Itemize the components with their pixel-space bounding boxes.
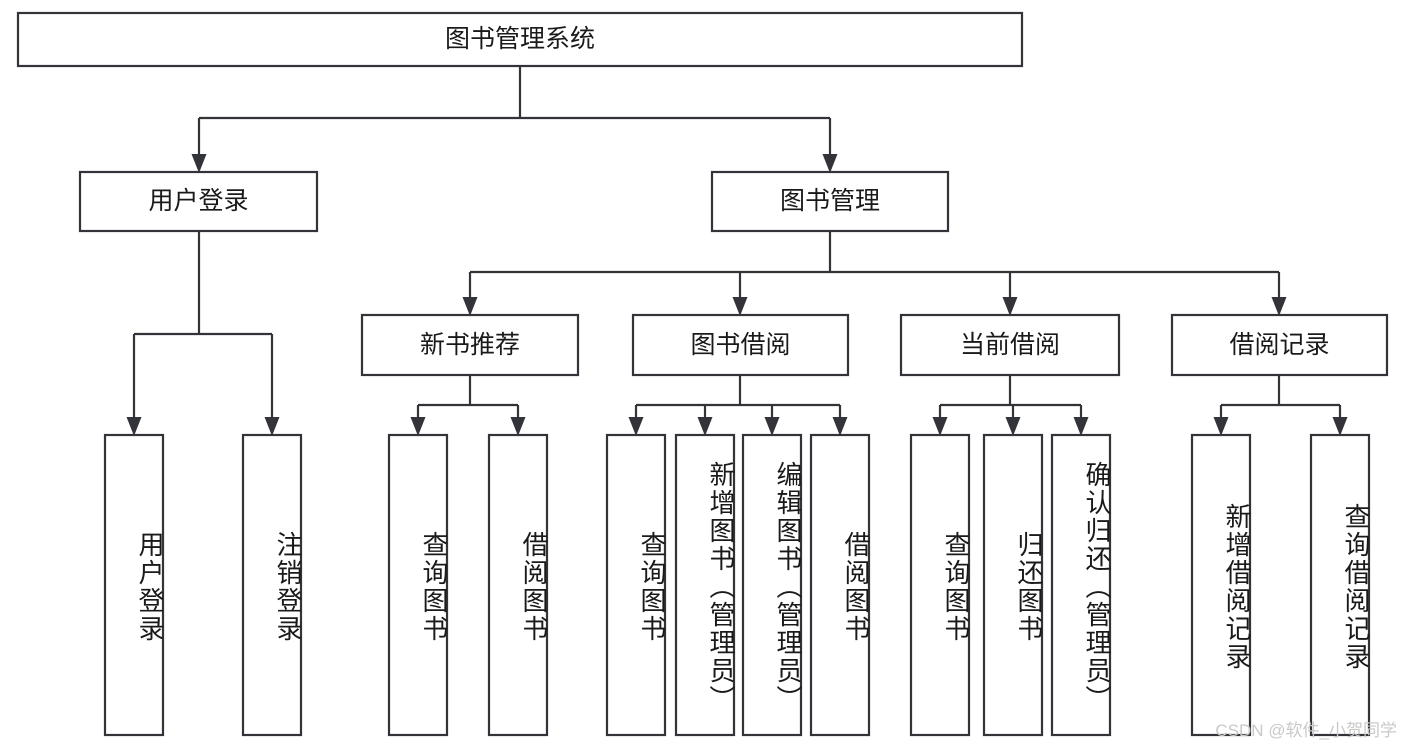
node-box-book-borrow[interactable] [631, 313, 850, 377]
node-leaf-leaf-borrow-book-rec[interactable] [489, 435, 547, 735]
boxes-layer [16, 11, 1389, 737]
arrowhead-icon [1073, 417, 1089, 436]
node-box-leaf-return-book[interactable] [982, 433, 1044, 737]
node-leaf-leaf-add-book[interactable] [676, 435, 734, 735]
arrowhead-icon [264, 417, 280, 436]
node-leaf-leaf-query-record[interactable] [1311, 435, 1369, 735]
node-branch-book-manage[interactable] [712, 172, 948, 231]
arrowhead-icon [410, 417, 426, 436]
arrowhead-icon [697, 417, 713, 436]
node-box-leaf-user-login[interactable] [103, 433, 165, 737]
node-leaf-leaf-user-login[interactable] [105, 435, 163, 735]
arrowhead-icon [832, 417, 848, 436]
node-leaf-leaf-query-book-borrow[interactable] [607, 435, 665, 735]
node-box-leaf-logout[interactable] [241, 433, 303, 737]
node-box-leaf-add-book[interactable] [674, 433, 736, 737]
arrowhead-icon [126, 417, 142, 436]
arrowhead-icon [764, 417, 780, 436]
arrowhead-icon [822, 154, 838, 173]
node-leaf-leaf-borrow-book[interactable] [811, 435, 869, 735]
node-box-leaf-query-record[interactable] [1309, 433, 1371, 737]
arrowhead-icon [1005, 417, 1021, 436]
node-leaf-leaf-return-book[interactable] [984, 435, 1042, 735]
node-box-root[interactable] [16, 11, 1024, 68]
arrowhead-icon [1002, 297, 1018, 316]
node-box-leaf-query-book-cur[interactable] [909, 433, 971, 737]
arrowhead-icon [932, 417, 948, 436]
node-box-leaf-borrow-book[interactable] [809, 433, 871, 737]
node-leaf-leaf-confirm-return[interactable] [1052, 435, 1110, 735]
node-box-user-login[interactable] [78, 170, 319, 233]
node-box-new-book-recommend[interactable] [360, 313, 580, 377]
node-leaf-leaf-query-book-rec[interactable] [389, 435, 447, 735]
node-box-leaf-confirm-return[interactable] [1050, 433, 1112, 737]
node-box-leaf-query-book-rec[interactable] [387, 433, 449, 737]
arrowhead-icon [1332, 417, 1348, 436]
arrowhead-icon [1213, 417, 1229, 436]
node-box-leaf-edit-book[interactable] [741, 433, 803, 737]
node-box-leaf-borrow-book-rec[interactable] [487, 433, 549, 737]
node-branch-borrow-record[interactable] [1172, 315, 1387, 375]
connectors-layer [126, 66, 1348, 436]
node-root-root[interactable] [18, 13, 1022, 66]
node-box-leaf-add-record[interactable] [1190, 433, 1252, 737]
node-leaf-leaf-edit-book[interactable] [743, 435, 801, 735]
node-branch-new-book-recommend[interactable] [362, 315, 578, 375]
arrowhead-icon [191, 154, 207, 173]
arrowhead-icon [1271, 297, 1287, 316]
node-box-current-borrow[interactable] [899, 313, 1121, 377]
node-branch-current-borrow[interactable] [901, 315, 1119, 375]
node-box-leaf-query-book-borrow[interactable] [605, 433, 667, 737]
arrowhead-icon [510, 417, 526, 436]
node-branch-book-borrow[interactable] [633, 315, 848, 375]
node-leaf-leaf-query-book-cur[interactable] [911, 435, 969, 735]
node-box-book-manage[interactable] [710, 170, 950, 233]
arrowhead-icon [628, 417, 644, 436]
node-branch-user-login[interactable] [80, 172, 317, 231]
node-box-borrow-record[interactable] [1170, 313, 1389, 377]
arrowhead-icon [462, 297, 478, 316]
arrowhead-icon [732, 297, 748, 316]
node-leaf-leaf-add-record[interactable] [1192, 435, 1250, 735]
node-leaf-leaf-logout[interactable] [243, 435, 301, 735]
